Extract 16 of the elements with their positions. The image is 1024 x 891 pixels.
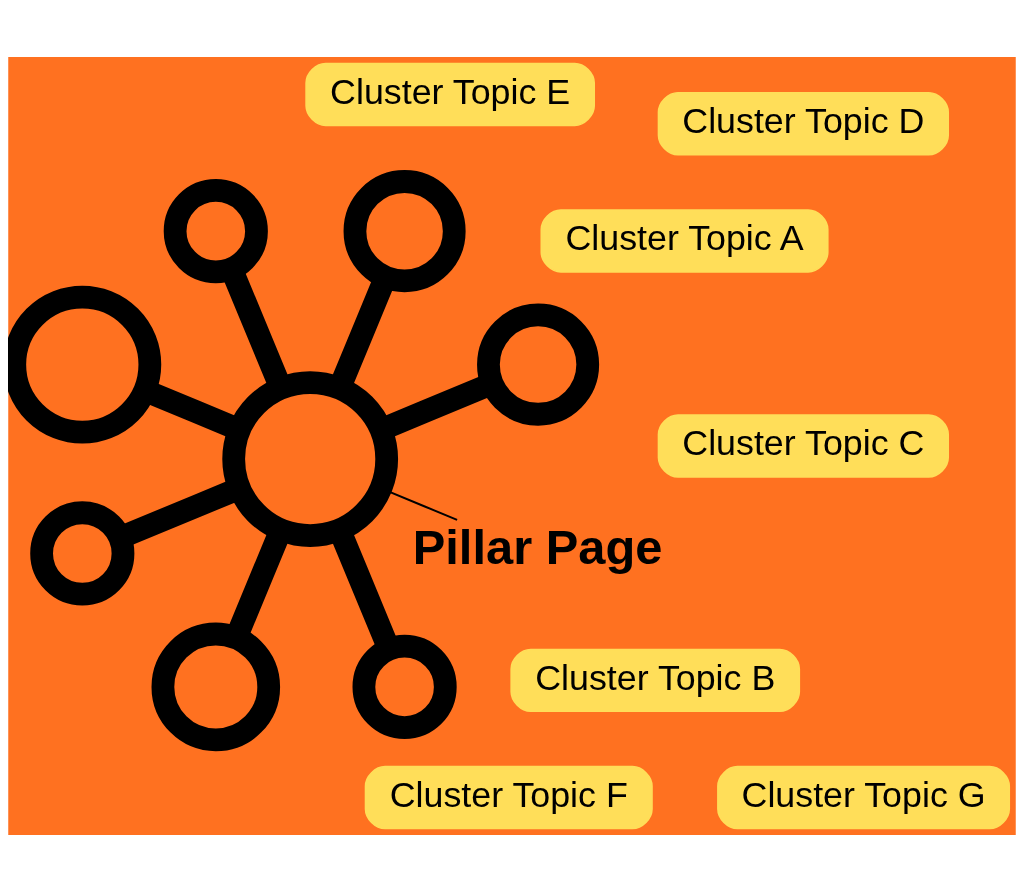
node-box: Cluster Topic A <box>540 208 829 273</box>
node-circle <box>352 634 457 739</box>
node-circle <box>222 370 399 547</box>
node-text: Pillar Page <box>412 519 663 574</box>
node-box: Cluster Topic E <box>305 62 595 126</box>
node-circle <box>30 500 135 605</box>
node-box: Cluster Topic C <box>657 413 950 478</box>
node-circle <box>163 178 268 283</box>
node-circle <box>343 169 466 292</box>
node-box: Cluster Topic G <box>717 765 1011 829</box>
node-circle <box>151 622 281 751</box>
node-circle <box>477 303 600 426</box>
node-box: Cluster Topic B <box>510 648 801 712</box>
node-circle <box>8 285 162 444</box>
node-box: Cluster Topic F <box>364 765 653 829</box>
node-box: Cluster Topic D <box>657 91 950 155</box>
